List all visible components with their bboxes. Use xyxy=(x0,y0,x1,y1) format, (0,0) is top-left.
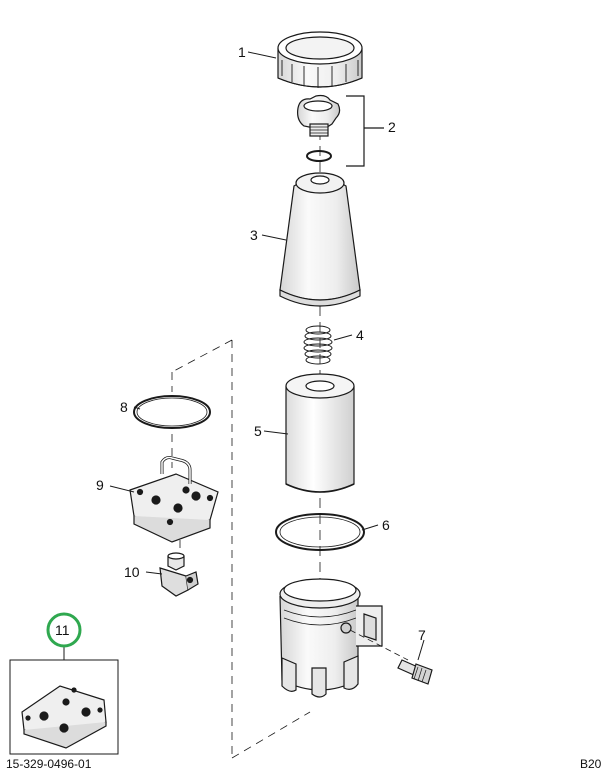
callout-4: 4 xyxy=(356,327,364,343)
part-1-cap-ring xyxy=(277,31,363,88)
part-6-large-o-ring xyxy=(275,513,365,551)
assembly-guide-lines xyxy=(171,339,311,759)
part-10-fitting xyxy=(159,552,199,597)
callout-3: 3 xyxy=(250,227,258,243)
callout-11: 11 xyxy=(55,622,70,638)
callout-2-bracket xyxy=(346,95,384,167)
callout-8: 8 xyxy=(120,399,128,415)
callout-5: 5 xyxy=(254,423,262,439)
callout-10: 10 xyxy=(124,564,140,580)
part-3-filter-shell xyxy=(279,172,361,307)
callout-leader-lines xyxy=(63,51,425,661)
part-8-seal-ring xyxy=(133,395,211,429)
part-number-label: 15-329-0496-01 xyxy=(6,757,92,771)
part-4-spring xyxy=(303,325,333,365)
callout-7: 7 xyxy=(418,627,426,643)
part-2-vent-plug xyxy=(297,94,341,137)
sheet-code-label: B20 xyxy=(580,757,602,771)
part-5-filter-element xyxy=(285,373,355,493)
part-9-header-assembly xyxy=(129,456,219,543)
filter-housing-base xyxy=(279,578,383,698)
part-7-sensor-plug xyxy=(349,629,433,685)
part-2-o-ring xyxy=(306,150,332,162)
callout-9: 9 xyxy=(96,477,104,493)
callout-11-highlight-ring xyxy=(46,612,82,648)
part-11-gasket-plate xyxy=(21,685,107,749)
callout-2: 2 xyxy=(388,119,396,135)
callout-1: 1 xyxy=(238,44,246,60)
callout-6: 6 xyxy=(382,517,390,533)
